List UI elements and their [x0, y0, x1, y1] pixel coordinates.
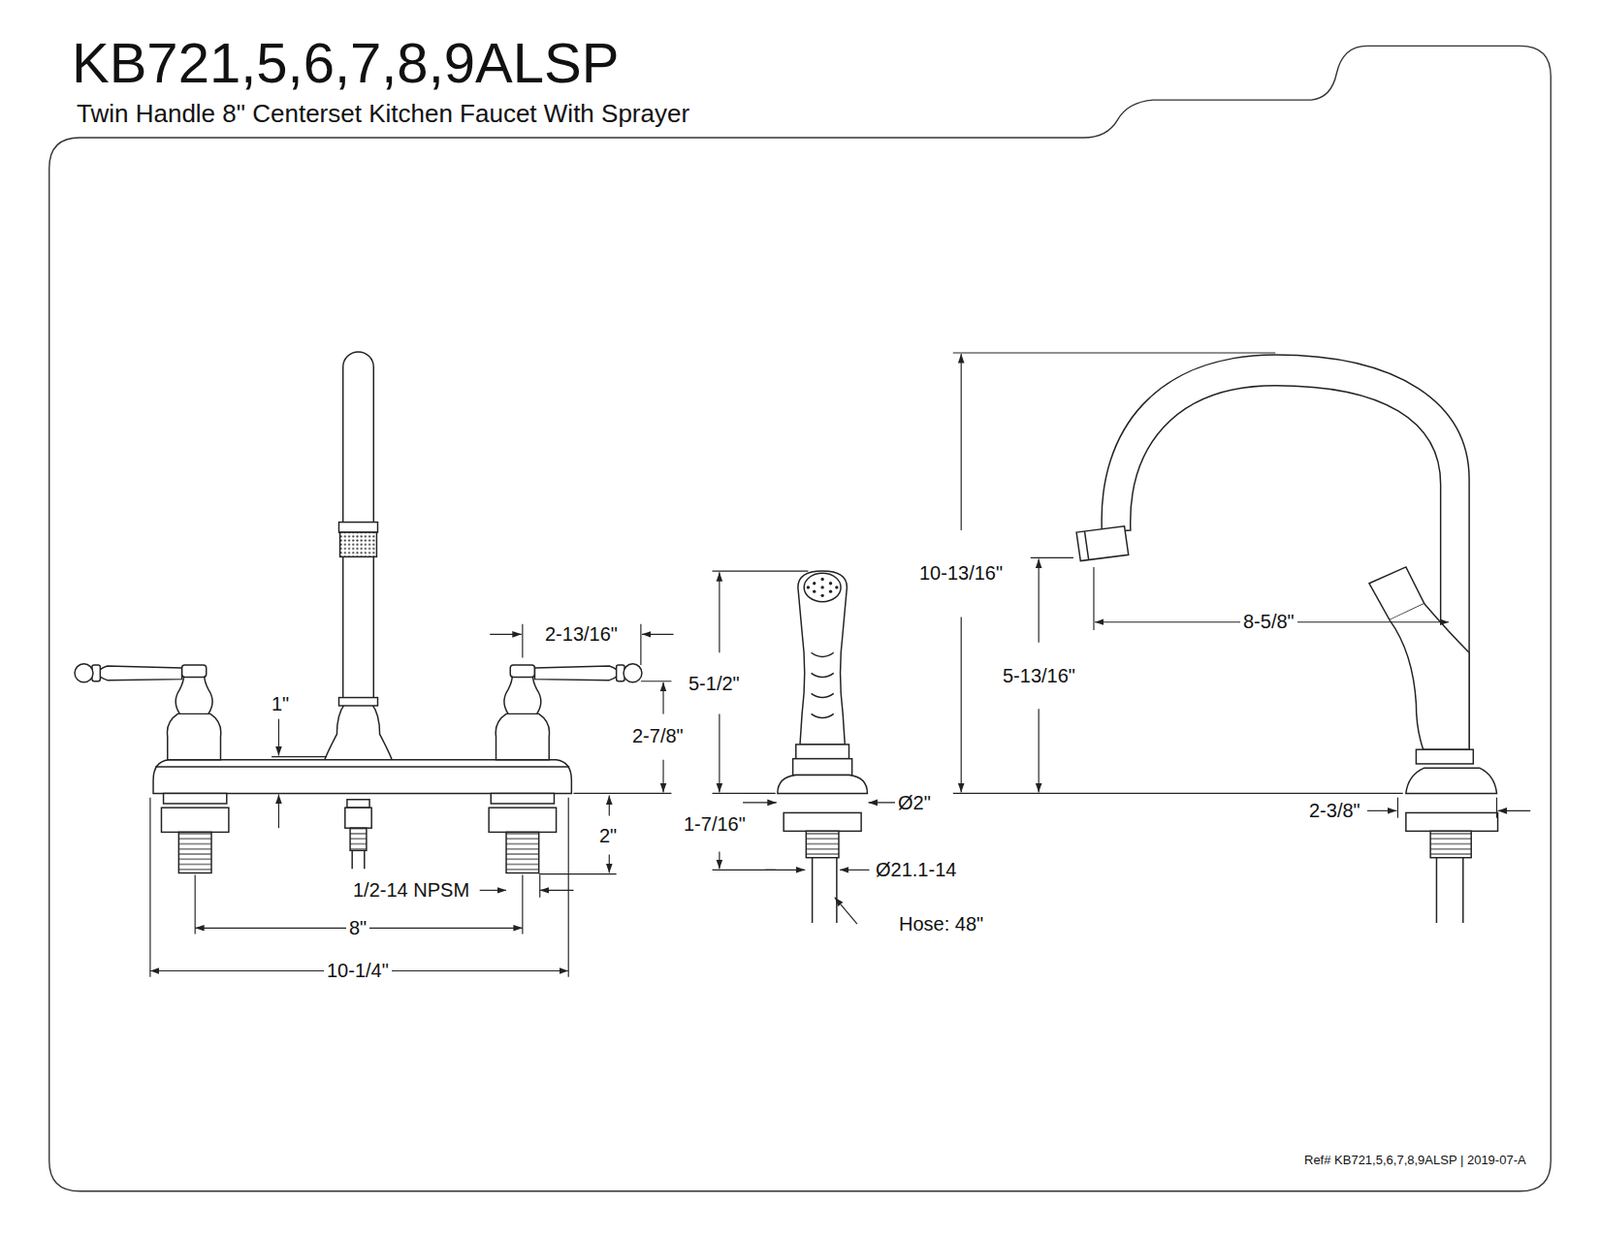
dimension-label: 5-1/2" — [685, 672, 743, 696]
dimension-label: 1-7/16" — [680, 813, 749, 836]
dimension-label: Ø2" — [895, 792, 934, 815]
front-dimensions — [150, 624, 674, 978]
dimension-label: 10-13/16" — [916, 562, 1006, 585]
dimension-label: 2-7/8" — [629, 725, 687, 748]
dimension-label: Hose: 48" — [896, 913, 987, 936]
side-view — [1076, 354, 1498, 924]
subtitle: Twin Handle 8" Centerset Kitchen Faucet … — [76, 99, 690, 129]
dimension-label: 8" — [346, 917, 370, 940]
dimension-label: 8-5/8" — [1240, 610, 1298, 634]
dimension-label: 2-13/16" — [542, 623, 621, 646]
reference-note: Ref# KB721,5,6,7,8,9ALSP | 2019-07-A — [1304, 1153, 1527, 1169]
frame — [49, 45, 1552, 1191]
dimension-label: 2" — [596, 825, 620, 848]
dimension-label: 5-13/16" — [999, 665, 1079, 688]
dimension-label: 10-1/4" — [323, 960, 392, 983]
dimension-label: 1" — [268, 693, 292, 716]
front-view — [74, 352, 642, 874]
dimension-label: 1/2-14 NPSM — [350, 879, 473, 902]
dimension-label: 2-3/8" — [1306, 800, 1364, 823]
dimension-label: Ø21.1-14 — [872, 859, 960, 882]
side-dimensions — [953, 352, 1531, 819]
drawing-title: KB721,5,6,7,8,9ALSP — [71, 31, 619, 96]
